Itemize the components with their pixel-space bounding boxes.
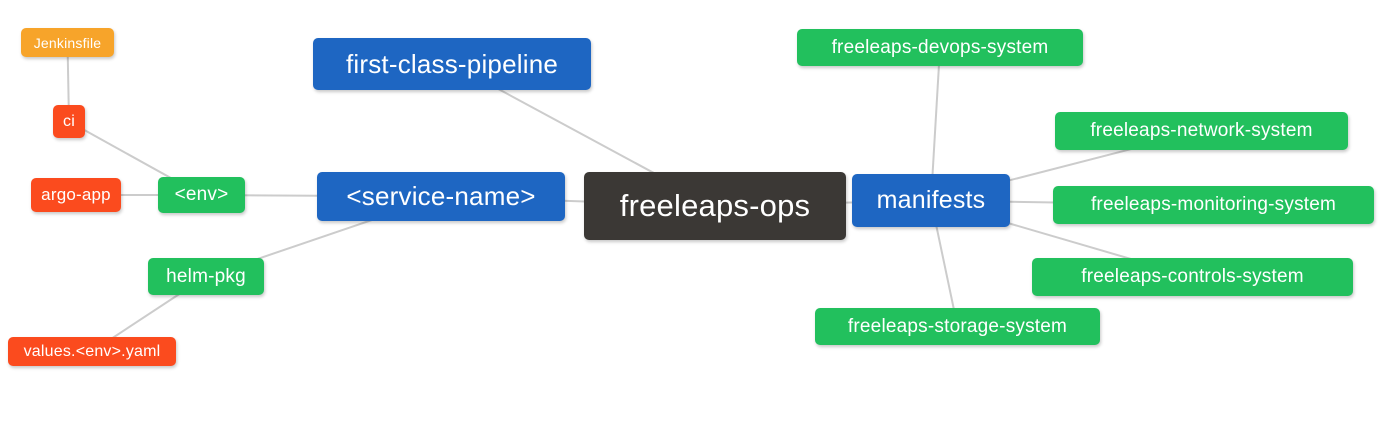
- mindmap-node-manifests[interactable]: manifests: [852, 174, 1010, 227]
- mindmap-node-values-env-yaml[interactable]: values.<env>.yaml: [8, 337, 176, 366]
- mindmap-node-freeleaps-devops-system[interactable]: freeleaps-devops-system: [797, 29, 1083, 66]
- mindmap-node-helm-pkg[interactable]: helm-pkg: [148, 258, 264, 295]
- mindmap-node-service-name[interactable]: <service-name>: [317, 172, 565, 221]
- mindmap-node-jenkinsfile[interactable]: Jenkinsfile: [21, 28, 114, 57]
- mindmap-node-freeleaps-storage-system[interactable]: freeleaps-storage-system: [815, 308, 1100, 345]
- mindmap-node-freeleaps-monitoring-system[interactable]: freeleaps-monitoring-system: [1053, 186, 1374, 224]
- mindmap-node-env[interactable]: <env>: [158, 177, 245, 213]
- mindmap-node-freeleaps-network-system[interactable]: freeleaps-network-system: [1055, 112, 1348, 150]
- mindmap-node-freeleaps-controls-system[interactable]: freeleaps-controls-system: [1032, 258, 1353, 296]
- mindmap-node-first-class-pipeline[interactable]: first-class-pipeline: [313, 38, 591, 90]
- mindmap-node-argo-app[interactable]: argo-app: [31, 178, 121, 212]
- mindmap-node-freeleaps-ops[interactable]: freeleaps-ops: [584, 172, 846, 240]
- mindmap-node-ci[interactable]: ci: [53, 105, 85, 138]
